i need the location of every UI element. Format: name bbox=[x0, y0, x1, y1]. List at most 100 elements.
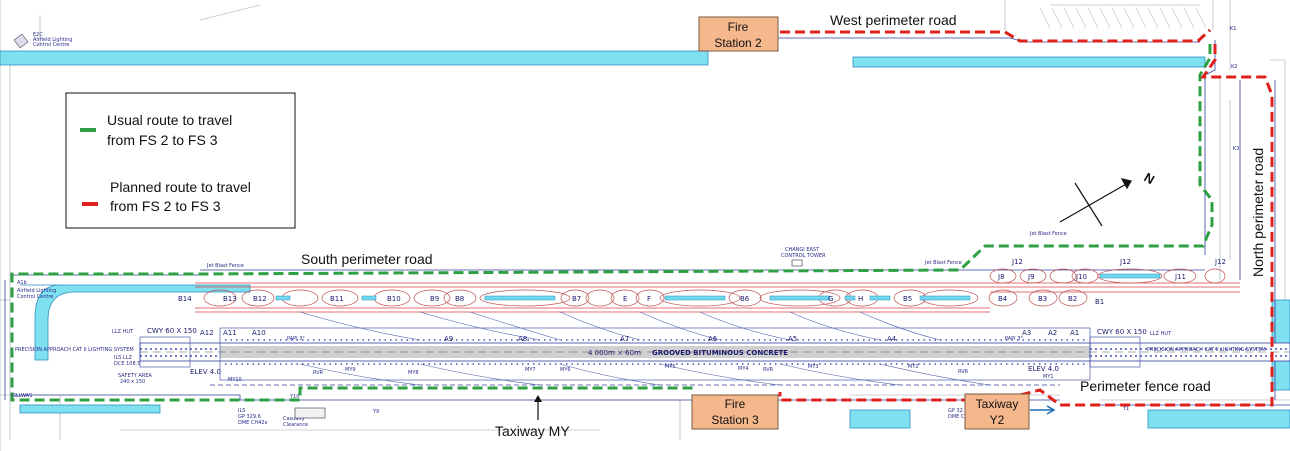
twy-b11: B11 bbox=[330, 295, 344, 303]
twy-my9: MY9 bbox=[345, 367, 356, 373]
twy-b5: B5 bbox=[903, 295, 912, 303]
elev-right: ELEV 4.0 bbox=[1028, 365, 1059, 373]
glowas: GLLWAS bbox=[12, 393, 32, 399]
casualty-1: Casualty bbox=[283, 416, 305, 422]
twy-a8: A8 bbox=[518, 335, 527, 343]
twy-j12c: J12 bbox=[1214, 258, 1226, 266]
twy-my8: MY8 bbox=[408, 370, 419, 376]
safety-2: 240 x 150 bbox=[120, 379, 145, 385]
north-arrow-label: N bbox=[1142, 170, 1158, 188]
fine-print: E2C Airfield Lighting Control Centre A1b… bbox=[12, 26, 1266, 428]
y1-label: Y1 bbox=[1122, 406, 1129, 412]
llz-left: LLZ HUT bbox=[112, 329, 134, 335]
south-perimeter-road-label: South perimeter road bbox=[301, 251, 433, 267]
fire-station-2: Fire Station 2 bbox=[698, 16, 779, 52]
legend-planned-line1: Planned route to travel bbox=[110, 179, 251, 195]
twy-b1: B1 bbox=[1095, 298, 1104, 306]
twy-my2: MY2 bbox=[908, 364, 919, 370]
twy-a3: A3 bbox=[1022, 329, 1031, 337]
llz-right: LLZ HUT bbox=[1150, 331, 1172, 337]
cwy-right: CWY 60 X 150 bbox=[1097, 328, 1147, 336]
twy-h: H bbox=[858, 295, 863, 303]
runway-dimension: 4 000m × 60m bbox=[588, 349, 641, 357]
fire-station-3: Fire Station 3 bbox=[691, 394, 779, 430]
y10-label: Y10 bbox=[289, 394, 299, 400]
perimeter-fence-road-label: Perimeter fence road bbox=[1080, 378, 1211, 394]
twy-j9: J9 bbox=[1027, 273, 1035, 281]
legend-usual-line1: Usual route to travel bbox=[107, 112, 232, 128]
top-left-lighting-1: E2C bbox=[33, 32, 43, 38]
fs2-line1: Fire bbox=[728, 20, 749, 34]
twy-a9: A9 bbox=[444, 335, 453, 343]
papi-2: PAPI 3° bbox=[1005, 336, 1023, 342]
twy-b12: B12 bbox=[253, 295, 267, 303]
ils-left-2: DCE 108.5 bbox=[114, 361, 140, 367]
ils-right-1: GP 32 bbox=[948, 408, 963, 414]
twy-e: E bbox=[623, 295, 627, 303]
twy-b14: B14 bbox=[178, 295, 192, 303]
y2-line1: Taxiway bbox=[976, 397, 1019, 411]
y9-label: Y9 bbox=[372, 409, 379, 415]
twy-my10: MY10 bbox=[228, 377, 242, 383]
twy-a10: A10 bbox=[252, 329, 266, 337]
twy-f: F bbox=[647, 295, 651, 303]
twy-k3: K3 bbox=[1233, 146, 1239, 152]
stand-cyan-bars bbox=[275, 273, 1161, 301]
left-lighting-2: Airfield Lighting bbox=[17, 288, 56, 294]
left-lighting-3: Control Centre bbox=[17, 294, 53, 300]
y2-pointer-arrow bbox=[1030, 405, 1056, 415]
runway bbox=[139, 327, 1290, 381]
ils-bottom-1: ILS bbox=[238, 408, 245, 414]
twy-my5: MY5 bbox=[665, 364, 676, 370]
twy-b7: B7 bbox=[572, 295, 581, 303]
twy-k1: K1 bbox=[1230, 26, 1236, 32]
rvr-3: RVR bbox=[958, 369, 969, 375]
hatched-area-ne bbox=[1039, 7, 1207, 29]
jet-blast-3: Jet Blast Fence bbox=[1029, 231, 1067, 237]
twy-a2: A2 bbox=[1048, 329, 1057, 337]
taxiway-my-label: Taxiway MY bbox=[495, 423, 570, 439]
safety-1: SAFETY AREA bbox=[118, 373, 152, 379]
twy-my1: MY1 bbox=[1043, 374, 1054, 380]
ils-right-2: DME C bbox=[948, 414, 965, 420]
jet-blast-2: Jet Blast Fence bbox=[924, 260, 962, 266]
ils-left-1: ILS LLZ bbox=[114, 355, 133, 361]
casualty-2: Clearance bbox=[283, 422, 308, 428]
twy-j8: J8 bbox=[997, 273, 1005, 281]
twy-a5: A5 bbox=[788, 335, 797, 343]
legend: Usual route to travel from FS 2 to FS 3 … bbox=[65, 92, 296, 229]
cwy-left: CWY 60 X 150 bbox=[147, 327, 197, 335]
left-lighting-1: A1b bbox=[17, 280, 27, 286]
fs3-line1: Fire bbox=[725, 397, 746, 411]
fs3-line2: Station 3 bbox=[711, 413, 759, 427]
twy-b8: B8 bbox=[455, 295, 464, 303]
twy-my7: MY7 bbox=[525, 367, 536, 373]
twy-j10: J10 bbox=[1075, 273, 1087, 281]
approach-left: PRECISION APPROACH CAT II LIGHTING SYSTE… bbox=[15, 347, 134, 353]
twy-a4: A4 bbox=[887, 335, 897, 343]
twy-my3: MY3 bbox=[808, 364, 819, 370]
twy-g: G bbox=[828, 295, 833, 303]
legend-usual-line2: from FS 2 to FS 3 bbox=[107, 132, 218, 148]
rvr-1: RVR bbox=[313, 370, 324, 376]
planned-route bbox=[778, 28, 1274, 407]
twy-a7: A7 bbox=[620, 335, 629, 343]
jet-blast-1: Jet Blast Fence bbox=[206, 263, 244, 269]
ils-bottom-3: DME CH42x bbox=[238, 420, 268, 426]
taxiway-my-pointer bbox=[534, 395, 542, 420]
fs2-line2: Station 2 bbox=[714, 36, 762, 50]
twy-b4: B4 bbox=[998, 295, 1008, 303]
west-perimeter-road-label: West perimeter road bbox=[830, 12, 957, 28]
tower-2: CONTROL TOWER bbox=[781, 253, 826, 259]
twy-b3: B3 bbox=[1038, 295, 1047, 303]
legend-planned-line2: from FS 2 to FS 3 bbox=[110, 198, 221, 214]
twy-a6: A6 bbox=[708, 335, 718, 343]
control-tower bbox=[791, 259, 803, 267]
y2-line2: Y2 bbox=[990, 413, 1005, 427]
twy-k2: K2 bbox=[1231, 64, 1237, 70]
twy-my4: MY4 bbox=[738, 366, 749, 372]
casualty-building bbox=[294, 407, 326, 419]
tower-1: CHANGI EAST bbox=[785, 247, 820, 253]
twy-b13: B13 bbox=[223, 295, 237, 303]
